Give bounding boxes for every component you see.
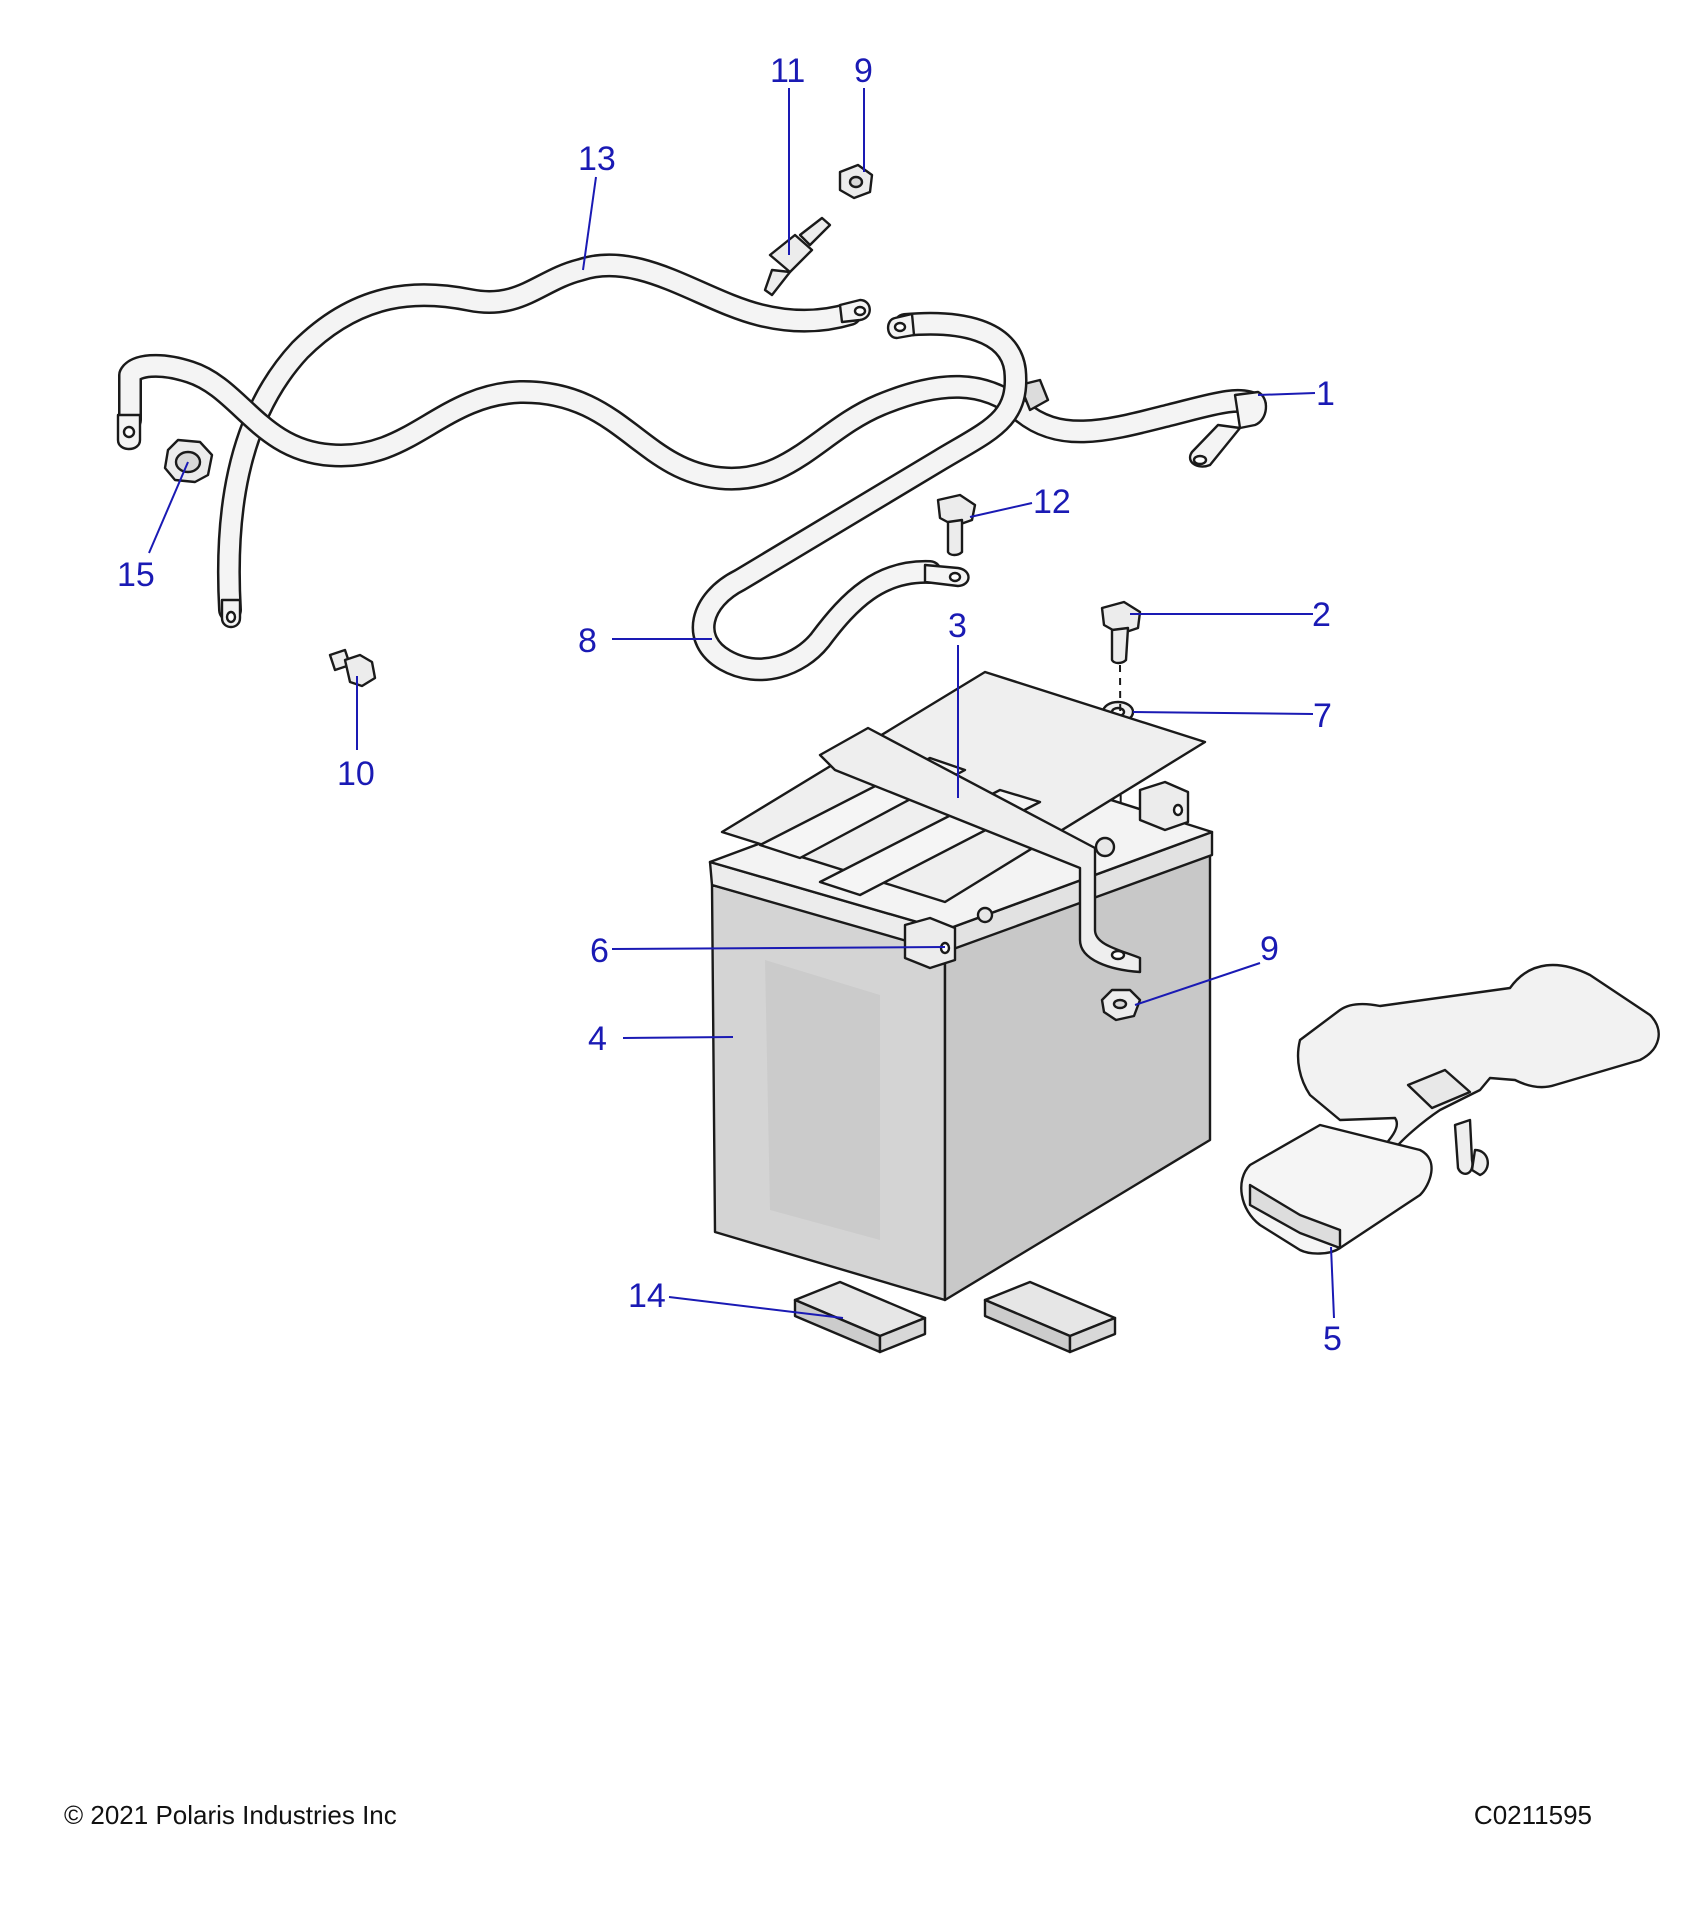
callout-10: 10	[337, 755, 375, 793]
figure-code: C0211595	[1473, 1800, 1592, 1830]
callout-6: 6	[590, 932, 609, 970]
callout-7: 7	[1313, 697, 1332, 735]
pad-14-right	[983, 1280, 1117, 1354]
callout-13: 13	[578, 140, 616, 178]
callout-5: 5	[1323, 1320, 1342, 1358]
strap-3	[818, 726, 1142, 974]
bolt-2	[1100, 600, 1142, 665]
callout-14: 14	[628, 1277, 666, 1315]
nut-9-top	[838, 163, 874, 200]
callout-3: 3	[948, 607, 967, 645]
callout-9-lower: 9	[1260, 930, 1279, 968]
nut-9-lower	[1100, 988, 1142, 1022]
pad-14-left	[793, 1280, 927, 1354]
callout-8: 8	[578, 622, 597, 660]
bracket-5	[1240, 963, 1660, 1255]
callout-9-top: 9	[854, 52, 873, 90]
nut-15	[163, 438, 214, 484]
stud-11	[763, 216, 832, 297]
battery-4	[708, 670, 1214, 1302]
copyright-text: © 2021 Polaris Industries Inc	[64, 1800, 397, 1830]
callout-4: 4	[588, 1020, 607, 1058]
callout-labels: 1 2 3 4 5 6 7 8 9 9 10 11 12 13 14 15	[117, 52, 1342, 1358]
cable-8	[691, 311, 1028, 682]
bolt-10	[328, 648, 377, 688]
cable-1	[116, 353, 1268, 491]
callout-15: 15	[117, 556, 155, 594]
bolt-12	[936, 493, 977, 557]
callout-1: 1	[1316, 375, 1335, 413]
callout-11: 11	[770, 52, 805, 90]
terminal-6	[903, 916, 957, 970]
callout-2: 2	[1312, 596, 1331, 634]
leader-lines	[148, 88, 1335, 1319]
callout-12: 12	[1033, 483, 1071, 521]
terminal-rear	[1138, 780, 1190, 832]
